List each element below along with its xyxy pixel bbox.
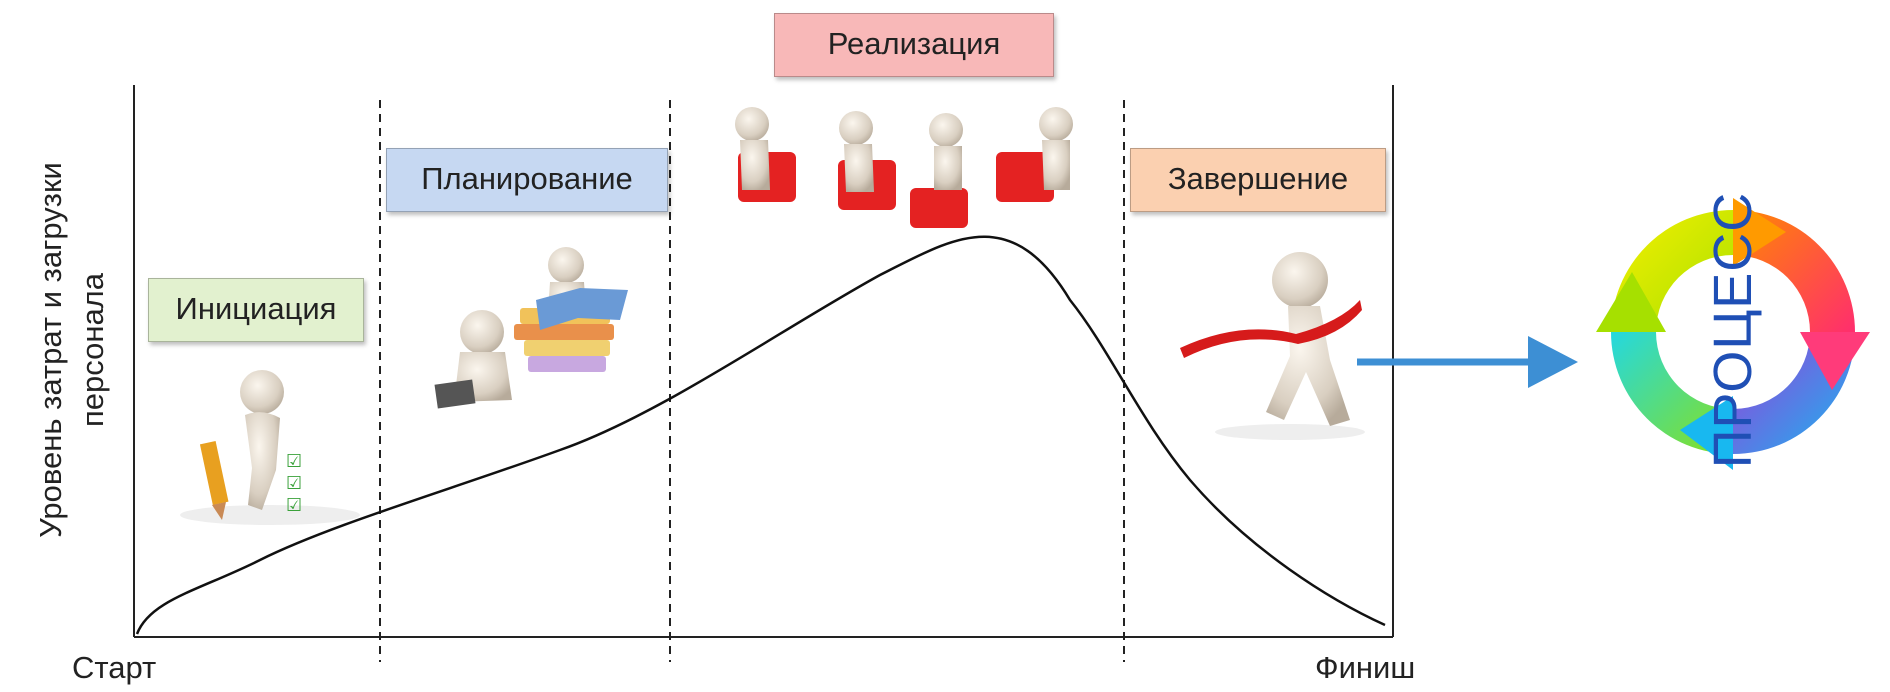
planning-figure-icon [434, 247, 628, 409]
finish-label: Финиш [1315, 650, 1416, 685]
phase-label-initiation: Инициация [148, 278, 364, 342]
svg-text:☑: ☑ [286, 495, 302, 515]
y-axis-label-line2: персонала [75, 272, 110, 428]
effort-curve [135, 235, 1386, 635]
realization-team-icon [735, 107, 1073, 228]
phase-label-planning: Планирование [386, 148, 668, 212]
process-cycle-ring-icon [1596, 198, 1870, 470]
y-axis-label-line1: Уровень затрат и загрузки [33, 162, 68, 538]
initiation-figure-icon: ☑ ☑ ☑ [180, 370, 360, 525]
y-axis-label: Уровень затрат и загрузки персонала [30, 120, 130, 580]
phase-label-realization: Реализация [774, 13, 1054, 77]
completion-runner-icon [1180, 252, 1365, 440]
process-arrow-head [1528, 336, 1578, 388]
phase-label-completion: Завершение [1130, 148, 1386, 212]
start-label: Старт [72, 650, 157, 685]
svg-text:☑: ☑ [286, 451, 302, 471]
svg-text:☑: ☑ [286, 473, 302, 493]
process-label: ПРОЦЕСС [1703, 191, 1763, 469]
